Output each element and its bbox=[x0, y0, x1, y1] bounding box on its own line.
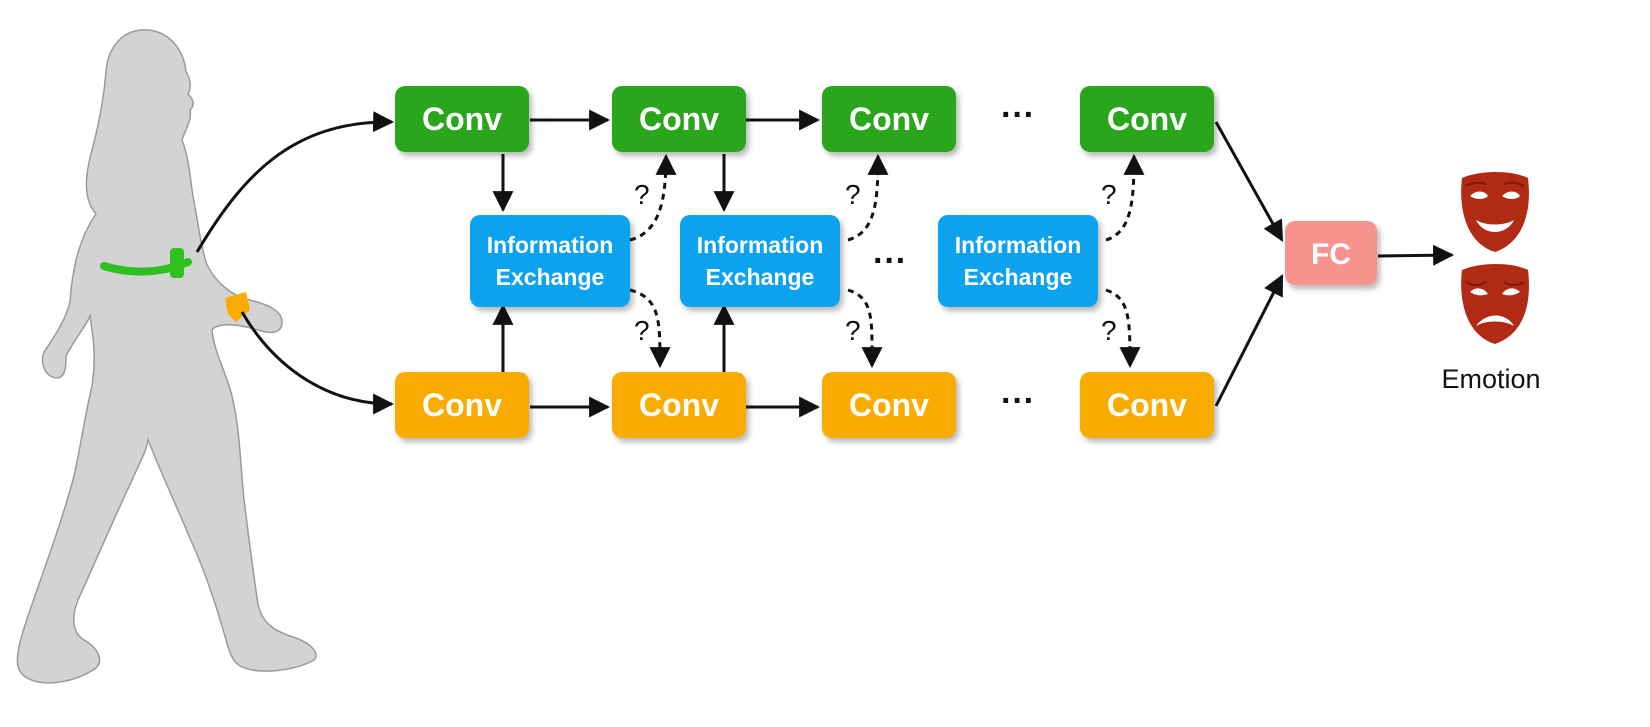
info-exchange-box-3: Information Exchange bbox=[938, 215, 1098, 307]
info-exchange-line1: Information bbox=[487, 232, 614, 258]
fc-box: FC bbox=[1285, 221, 1377, 285]
question-mark: ? bbox=[634, 179, 650, 210]
bottom-conv-row: Conv Conv Conv ··· Conv bbox=[395, 372, 1214, 438]
question-mark: ? bbox=[845, 315, 861, 346]
info-exchange-line2: Exchange bbox=[964, 264, 1073, 290]
conv-box-bottom-2: Conv bbox=[612, 372, 746, 438]
question-mark: ? bbox=[845, 179, 861, 210]
conv-label: Conv bbox=[422, 101, 502, 137]
middle-ellipsis: ··· bbox=[873, 242, 907, 280]
input-arrow-top bbox=[195, 111, 395, 253]
conv-label: Conv bbox=[849, 387, 929, 423]
vertical-solid-arrows bbox=[492, 154, 735, 372]
info-exchange-line2: Exchange bbox=[496, 264, 605, 290]
input-arrow-bottom bbox=[240, 311, 395, 415]
info-exchange-box-2: Information Exchange bbox=[680, 215, 840, 307]
info-exchange-line2: Exchange bbox=[706, 264, 815, 290]
conv-box-top-4: Conv bbox=[1080, 86, 1214, 152]
top-ellipsis: ··· bbox=[1001, 96, 1035, 134]
walking-person-icon bbox=[16, 29, 317, 684]
fc-label: FC bbox=[1311, 238, 1351, 271]
conv-box-bottom-1: Conv bbox=[395, 372, 529, 438]
conv-box-top-2: Conv bbox=[612, 86, 746, 152]
conv-label: Conv bbox=[1107, 387, 1187, 423]
conv-label: Conv bbox=[849, 101, 929, 137]
conv-label: Conv bbox=[422, 387, 502, 423]
happy-mask-icon bbox=[1461, 172, 1529, 252]
info-exchange-line1: Information bbox=[955, 232, 1082, 258]
conv-box-top-3: Conv bbox=[822, 86, 956, 152]
conv-label: Conv bbox=[639, 387, 719, 423]
conv-label: Conv bbox=[639, 101, 719, 137]
conv-box-bottom-3: Conv bbox=[822, 372, 956, 438]
info-exchange-line1: Information bbox=[697, 232, 824, 258]
dashed-exchange-arrows bbox=[629, 153, 1145, 369]
fc-arrows bbox=[1214, 121, 1455, 407]
info-exchange-row: Information Exchange Information Exchang… bbox=[470, 215, 1098, 307]
chest-strap-sensor bbox=[100, 248, 192, 278]
conv-label: Conv bbox=[1107, 101, 1187, 137]
emotion-label: Emotion bbox=[1441, 364, 1540, 394]
question-marks: ? ? ? ? ? ? bbox=[634, 179, 1117, 346]
question-mark: ? bbox=[1101, 315, 1117, 346]
question-mark: ? bbox=[1101, 179, 1117, 210]
top-conv-row: Conv Conv Conv ··· Conv bbox=[395, 86, 1214, 152]
bottom-ellipsis: ··· bbox=[1001, 382, 1035, 420]
conv-box-top-1: Conv bbox=[395, 86, 529, 152]
conv-box-bottom-4: Conv bbox=[1080, 372, 1214, 438]
info-exchange-box-1: Information Exchange bbox=[470, 215, 630, 307]
sad-mask-icon bbox=[1461, 264, 1529, 344]
question-mark: ? bbox=[634, 315, 650, 346]
